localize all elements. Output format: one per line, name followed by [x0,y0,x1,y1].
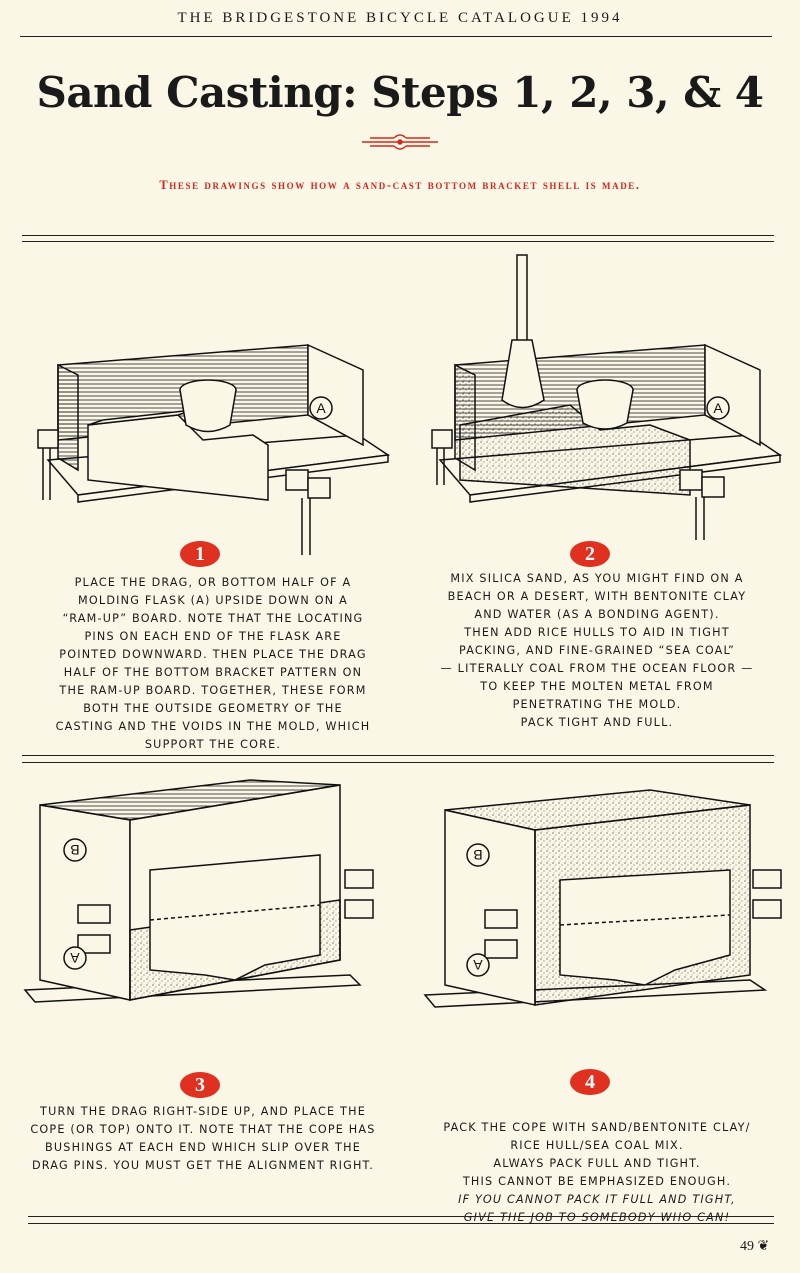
flask-label-a: A [473,957,483,973]
section-rule-bottom [28,1216,774,1217]
step-1-illustration: A [37,343,391,555]
page-subtitle: These drawings show how a sand-cast bott… [159,178,641,192]
section-rule-bottom-thin [28,1223,774,1224]
page-title: Sand Casting: Steps 1, 2, 3, & 4 [36,68,765,117]
header-rule [20,36,772,37]
flask-label-b: B [70,842,79,858]
step-4-number: 4 [570,1069,610,1095]
section-rule-top-thin [22,241,774,242]
running-header: THE BRIDGESTONE BICYCLE CATALOGUE 1994 [177,10,623,26]
section-rule-middle-thin [22,762,774,763]
step-4-illustration: B A [423,789,782,1008]
step-2-illustration: A [431,254,783,540]
step-3-number: 3 [180,1072,220,1098]
leaf-icon: ❦ [757,1239,770,1254]
section-rule-top [22,235,774,236]
step-4-text: Pack the cope with sand/bentonite clay/ … [443,1121,751,1188]
page-number-text: 49 [740,1239,754,1254]
section-rule-middle [22,755,774,756]
step-2-description: Mix silica sand, as you might find on a … [440,572,754,729]
step-4-italic-note: If you cannot pack it full and tight, gi… [458,1193,736,1224]
step-4-description: Pack the cope with sand/bentonite clay/ … [412,1101,782,1245]
flask-label-a: A [70,950,80,966]
flask-label-a: A [713,400,723,416]
step-2-number: 2 [570,541,610,567]
step-1-description: Place the drag, or bottom half of a mold… [55,576,371,751]
step-3-illustration: B A [23,779,374,1003]
page-number: 49 ❦ [740,1238,769,1255]
ornament-icon [362,134,438,150]
step-1-number: 1 [180,541,220,567]
flask-label-a: A [316,400,326,416]
flask-label-b: B [473,847,482,863]
step-3-description: Turn the drag right-side up, and place t… [30,1105,376,1172]
